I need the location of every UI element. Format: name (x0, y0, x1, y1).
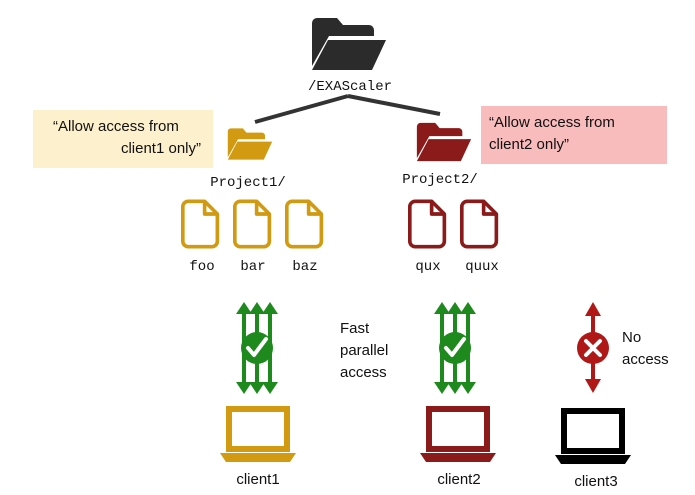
root-label: /EXAScaler (308, 79, 392, 95)
file-bar-icon[interactable] (233, 199, 272, 249)
file-label-foo: foo (189, 259, 214, 275)
project2-policy-note: “Allow access from client2 only” (481, 106, 667, 164)
fast-access-label-line3: access (340, 364, 387, 381)
file-qux-icon[interactable] (408, 199, 447, 249)
project2-folder-icon[interactable] (416, 122, 472, 162)
client3-label: client3 (574, 473, 617, 490)
project1-policy-line1: “Allow access from (53, 118, 179, 135)
project2-label: Project2/ (402, 172, 478, 188)
client2-label: client2 (437, 471, 480, 488)
no-access-label-line2: access (622, 351, 669, 368)
project1-label: Project1/ (210, 175, 286, 191)
project2-policy-line1: “Allow access from (489, 114, 615, 131)
no-access-label-line1: No (622, 329, 641, 346)
file-baz-icon[interactable] (285, 199, 324, 249)
fast-access-label-line2: parallel (340, 342, 388, 359)
project1-folder-icon[interactable] (227, 128, 273, 160)
file-quux-icon[interactable] (460, 199, 499, 249)
allowed-access-arrows-icon (234, 302, 280, 394)
client1-laptop-icon[interactable] (220, 409, 296, 462)
denied-access-icon (577, 302, 609, 393)
client1-label: client1 (236, 471, 279, 488)
file-label-qux: qux (415, 259, 440, 275)
fast-access-label-line1: Fast (340, 320, 370, 337)
allowed-access-arrows-icon (432, 302, 478, 394)
project1-policy-note: “Allow access from client1 only” (33, 110, 213, 168)
client3-laptop-icon[interactable] (555, 411, 631, 464)
project1-policy-line2: client1 only” (120, 140, 201, 157)
file-label-baz: baz (292, 259, 317, 275)
client2-laptop-icon[interactable] (420, 409, 496, 462)
file-label-quux: quux (465, 259, 499, 275)
connector-project2 (347, 94, 441, 116)
file-foo-icon[interactable] (181, 199, 220, 249)
root-folder-icon[interactable] (312, 18, 386, 70)
project2-policy-line2: client2 only” (489, 136, 570, 153)
file-label-bar: bar (240, 259, 265, 275)
connector-project1 (254, 94, 349, 124)
